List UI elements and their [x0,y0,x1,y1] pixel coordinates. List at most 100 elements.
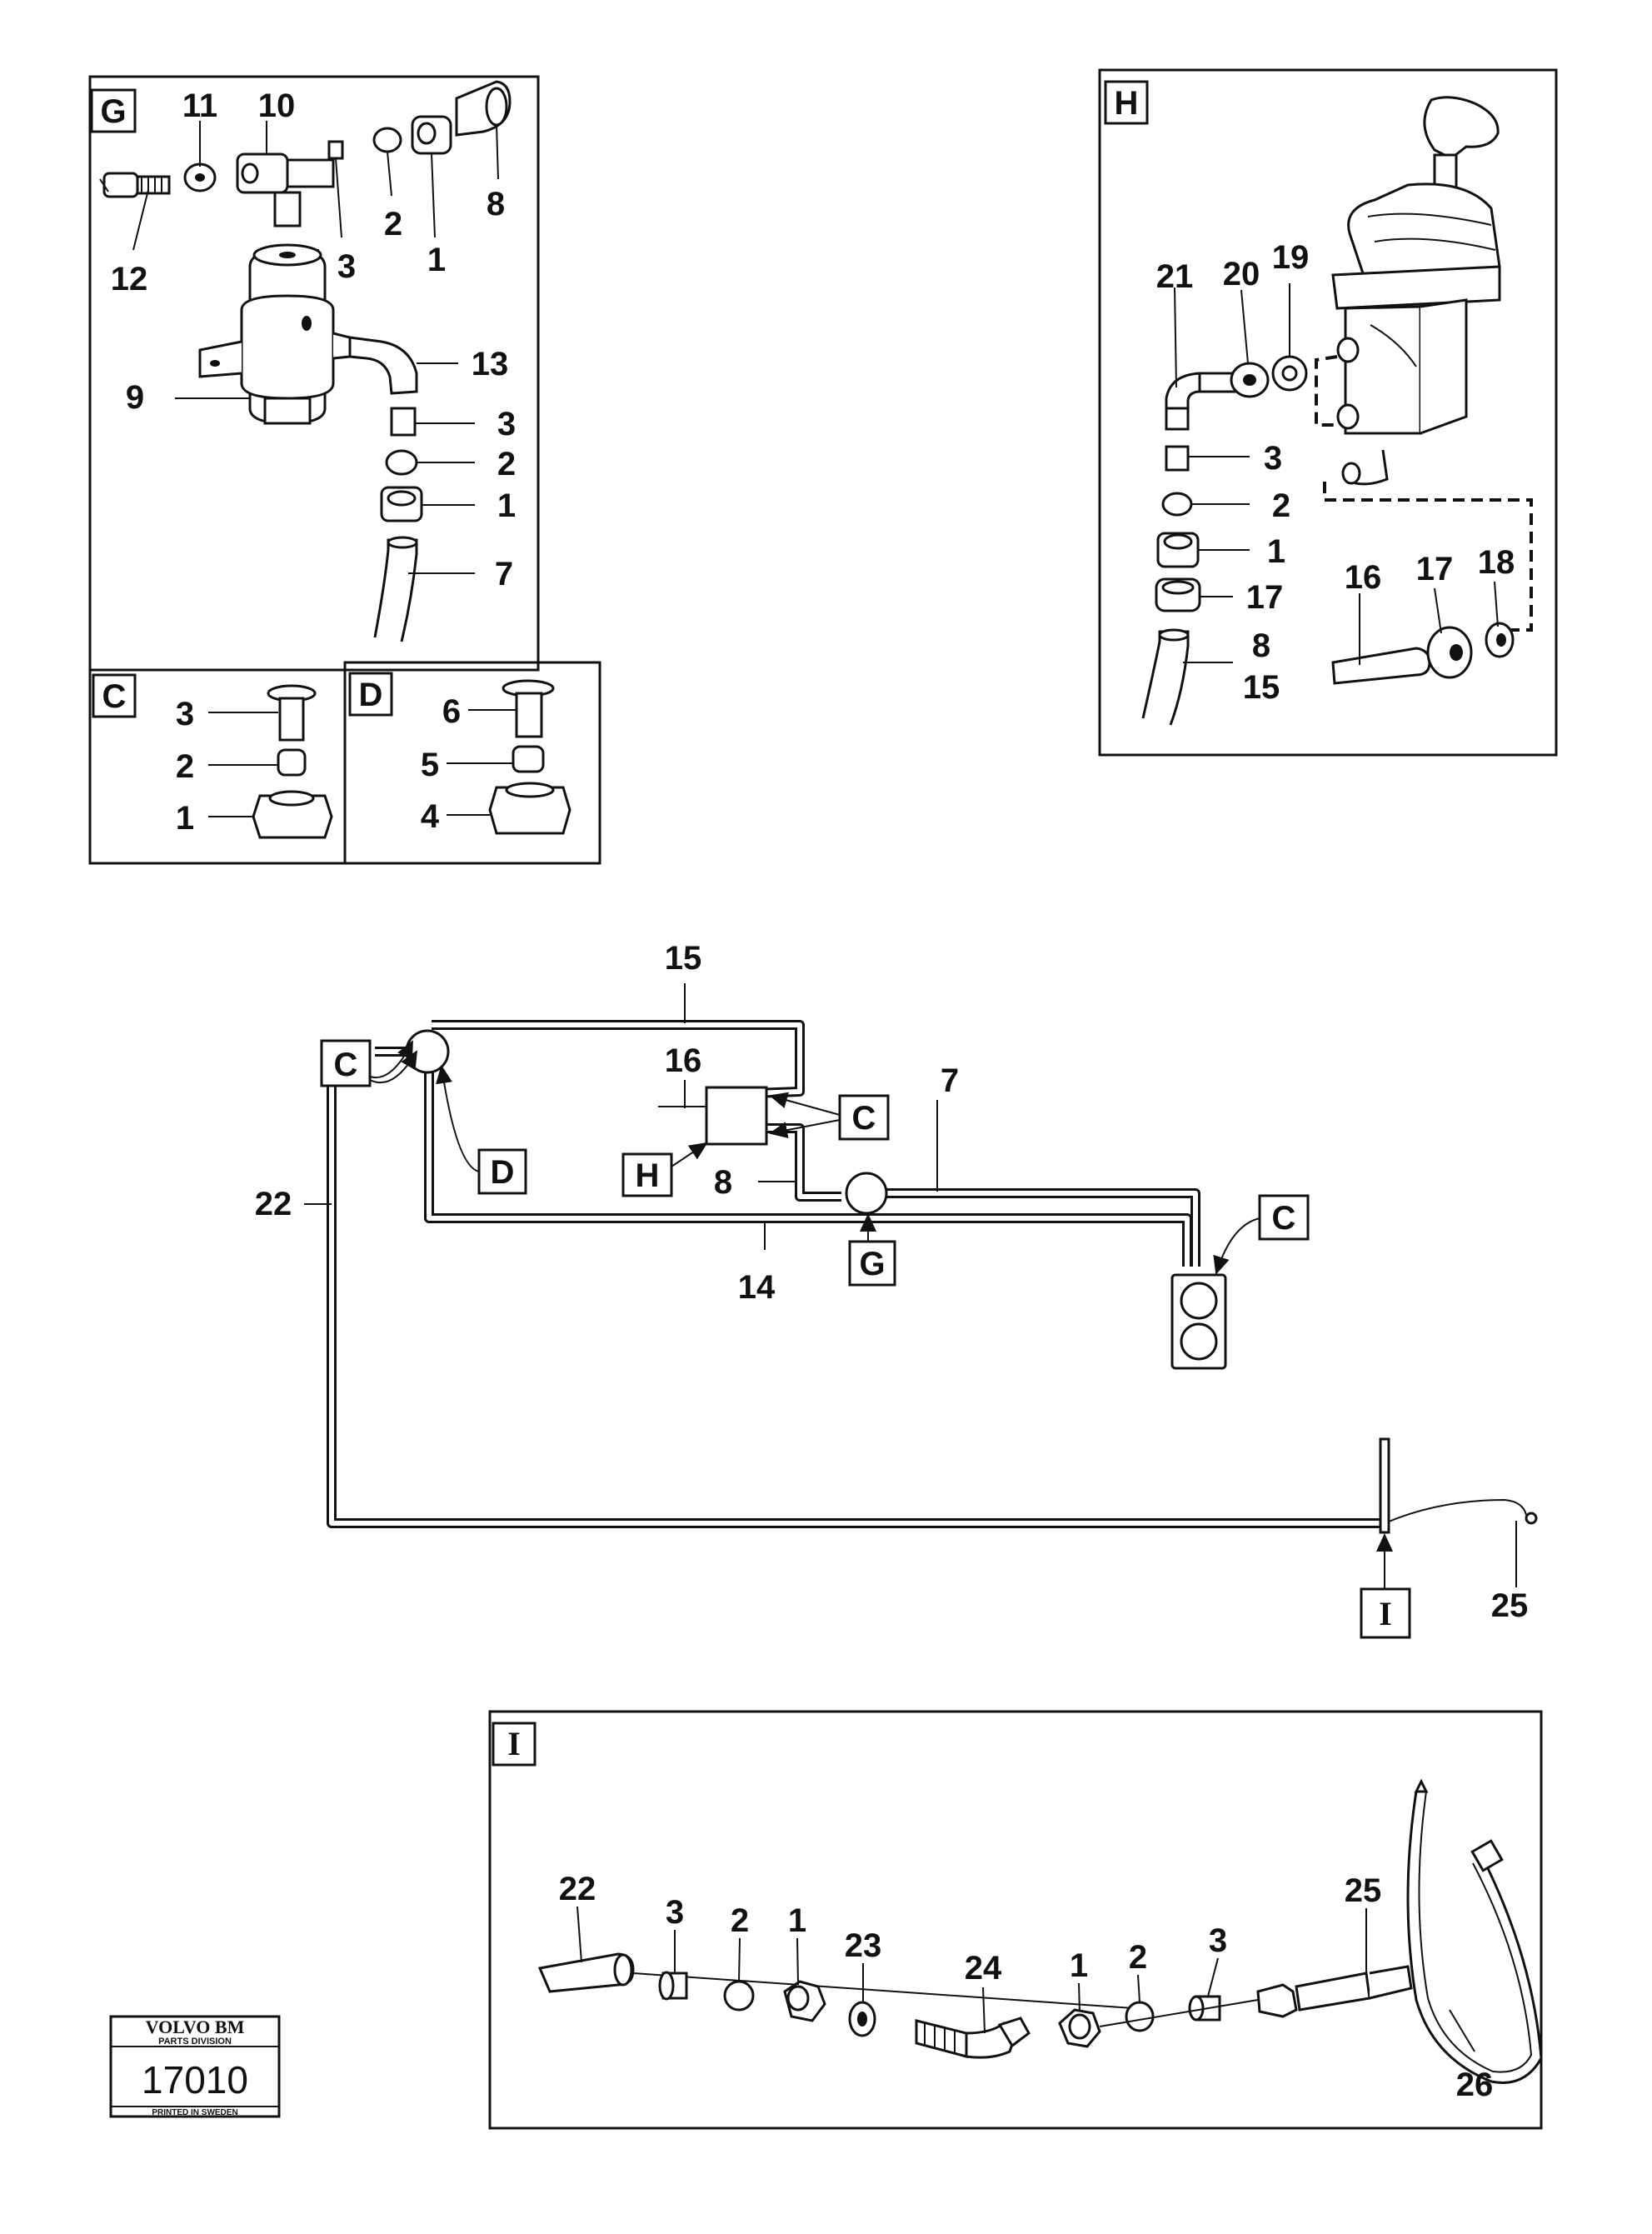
label-16: 16 [1345,559,1382,596]
label-1: 1 [1070,1947,1088,1984]
schematic-box-i: I [1360,1587,1411,1639]
olive-ring-icon [1125,2001,1155,2032]
union-nut-icon [1156,532,1200,568]
union-nut-icon [380,486,423,522]
schematic-box-d: D [477,1148,527,1195]
label-4: 4 [421,798,440,835]
label-16: 16 [665,1042,702,1079]
label-13: 13 [472,346,509,382]
label-25: 25 [1491,1587,1529,1624]
ref-label-g: G [859,1246,885,1282]
elbow-fitting-icon [332,332,418,395]
label-3: 3 [666,1894,684,1931]
sleeve-icon [502,679,555,738]
ref-label-c: C [334,1047,358,1083]
label-2: 2 [497,446,516,482]
olive-ring-icon [512,745,545,773]
label-15: 15 [665,940,702,977]
lock-nut-icon [1485,622,1515,658]
label-3: 3 [497,406,516,442]
panel-g-tag-box [90,88,137,133]
sleeve-icon [658,1971,688,2001]
label-22: 22 [255,1186,292,1222]
schematic-box-g: G [848,1240,896,1287]
label-17: 17 [1416,551,1454,587]
cable-strap-icon [1406,1778,1543,2084]
union-nut-icon [783,1980,826,2022]
sleeve-icon [1188,1995,1221,2022]
panel-i-frame [488,1710,1543,2130]
label-8: 8 [487,186,505,222]
schematic-box-c2: C [838,1094,890,1141]
ref-label-d: D [491,1154,515,1191]
label-8: 8 [1252,627,1270,664]
label-21: 21 [1156,258,1194,295]
stamp-number: 17010 [142,2058,248,2102]
union-nut-icon [1058,2008,1101,2048]
label-1: 1 [1267,533,1285,570]
ref-label-c: C [1272,1200,1296,1237]
union-nut-icon [252,790,333,839]
label-24: 24 [965,1950,1002,1987]
panel-h: H [1098,68,1558,757]
sleeve-icon [390,407,417,437]
label-2: 2 [176,748,194,785]
label-12: 12 [111,261,148,297]
panel-h-frame [1098,68,1558,757]
label-3: 3 [1264,440,1282,477]
hand-control-valve-icon [1331,96,1501,486]
label-2: 2 [1272,487,1290,524]
label-10: 10 [258,87,296,124]
ref-label-h: H [636,1157,660,1194]
label-2: 2 [384,206,402,242]
label-2: 2 [1129,1939,1147,1976]
panel-i-tag: I [507,1725,521,1762]
label-3: 3 [176,696,194,732]
olive-ring-icon [723,1980,755,2012]
label-25: 25 [1345,1872,1382,1909]
label-2: 2 [731,1902,749,1939]
label-3: 3 [1209,1922,1227,1959]
label-20: 20 [1223,256,1260,292]
hose-fitting-icon [1256,1965,1413,2018]
label-1: 1 [788,1902,806,1939]
union-nut-icon [488,782,571,835]
label-3: 3 [337,248,356,285]
pressure-valve-icon [198,243,335,425]
panel-d-tag: D [359,677,383,713]
panel-d-frame [343,661,601,865]
label-9: 9 [126,379,144,416]
label-1: 1 [176,800,194,837]
label-7: 7 [495,556,513,592]
elbow-connector-icon [915,2017,1031,2059]
label-1: 1 [497,487,516,524]
label-23: 23 [845,1927,882,1964]
panel-c-tag: C [102,678,127,715]
label-19: 19 [1272,239,1310,276]
schematic-box-c1: C [320,1039,372,1087]
panel-d: D 6 5 4 [343,661,601,865]
label-1: 1 [427,242,446,278]
ref-label-i: I [1379,1595,1392,1632]
label-8: 8 [714,1164,732,1201]
stamp-brand: VOLVO BM [146,2017,245,2037]
panel-g: G [88,75,540,672]
grommet-icon [1426,626,1473,679]
panel-i: I [488,1710,1543,2130]
label-14: 14 [738,1269,776,1306]
lock-washer-icon [848,2001,876,2037]
ref-label-c: C [852,1100,876,1137]
sleeve-icon [267,684,317,742]
grommet-icon [1155,577,1201,612]
label-26: 26 [1456,2067,1494,2103]
label-17: 17 [1246,579,1284,616]
sleeve-icon [1165,445,1190,472]
olive-ring-icon [277,748,307,777]
stamp-printed: PRINTED IN SWEDEN [152,2108,237,2117]
label-11: 11 [182,87,217,124]
label-22: 22 [559,1871,596,1907]
bulkhead-icon [1379,1437,1390,1534]
panel-g-tag: G [100,93,126,130]
label-18: 18 [1478,544,1515,581]
